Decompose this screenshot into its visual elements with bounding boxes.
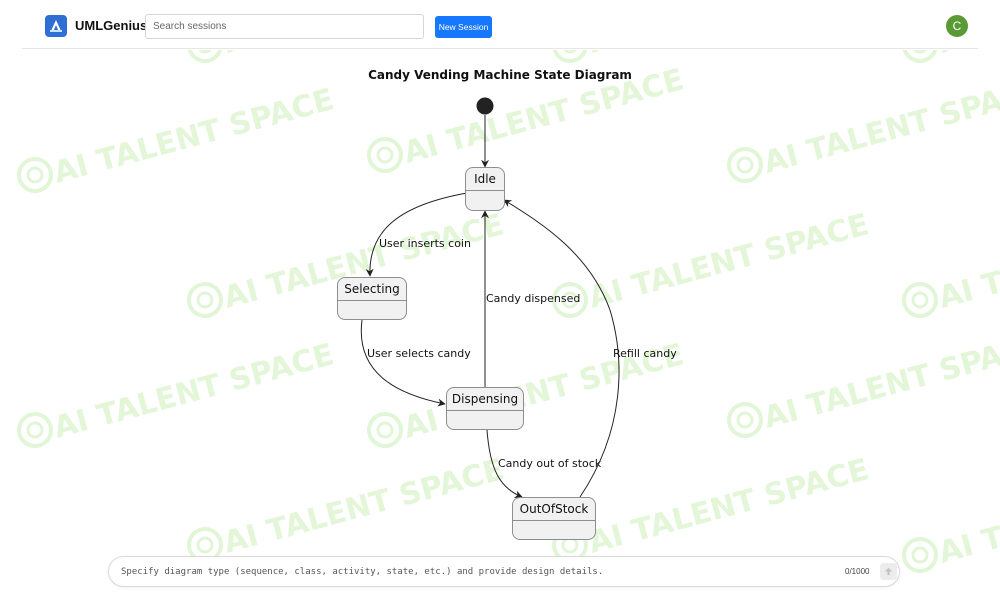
- prompt-input[interactable]: [121, 561, 821, 583]
- arrow-up-icon: [884, 567, 893, 576]
- top-bar: UMLGenius New Session C: [0, 0, 1000, 50]
- transition-idle-selecting: [365, 192, 468, 277]
- state-dispensing[interactable]: Dispensing: [446, 387, 524, 430]
- new-session-button[interactable]: New Session: [435, 16, 492, 38]
- state-label: Dispensing: [451, 392, 519, 406]
- state-divider: [466, 190, 504, 191]
- state-label: OutOfStock: [519, 502, 589, 516]
- state-divider: [338, 300, 406, 301]
- character-counter: 0/1000: [845, 567, 870, 576]
- transition-selecting-dispensing: [360, 319, 446, 407]
- state-idle[interactable]: Idle: [465, 167, 505, 211]
- transition-dispensing-outofstock: [486, 429, 523, 498]
- state-label: Idle: [474, 172, 496, 186]
- state-selecting[interactable]: Selecting: [337, 277, 407, 320]
- state-divider: [447, 410, 523, 411]
- send-button[interactable]: [880, 563, 897, 580]
- label-candy-dispensed: Candy dispensed: [486, 292, 581, 305]
- label-out-of-stock: Candy out of stock: [498, 457, 602, 470]
- label-insert-coin: User inserts coin: [379, 237, 471, 250]
- state-out-of-stock[interactable]: OutOfStock: [512, 497, 596, 540]
- label-refill: Refill candy: [613, 347, 677, 360]
- state-label: Selecting: [344, 282, 400, 296]
- search-input[interactable]: [145, 14, 424, 39]
- app-logo[interactable]: [45, 15, 67, 37]
- avatar[interactable]: C: [946, 15, 968, 37]
- label-select-candy: User selects candy: [367, 347, 471, 360]
- state-divider: [513, 520, 595, 521]
- initial-state: [476, 97, 494, 115]
- app-name: UMLGenius: [75, 18, 148, 33]
- transition-outofstock-idle: [503, 199, 620, 498]
- diagram-title: Candy Vending Machine State Diagram: [368, 68, 632, 82]
- logo-icon: [50, 20, 62, 32]
- header-divider: [22, 48, 978, 49]
- prompt-bar: 0/1000: [108, 556, 900, 587]
